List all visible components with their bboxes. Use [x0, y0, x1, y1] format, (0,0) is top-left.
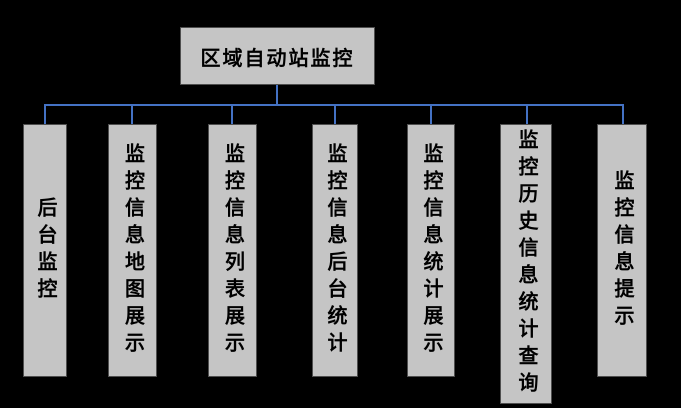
node-monitoring-info-list-display: 监控信息列表展示 — [208, 124, 257, 377]
node-label: 监控信息列表展示 — [221, 142, 244, 359]
node-label: 监控信息地图展示 — [121, 142, 144, 359]
node-monitoring-info-map-display: 监控信息地图展示 — [108, 124, 157, 377]
connector-root-stem — [276, 85, 278, 105]
connector-stub-1 — [44, 104, 46, 124]
node-monitoring-info-stats-display: 监控信息统计展示 — [407, 124, 455, 377]
node-label: 监控信息提示 — [611, 169, 633, 332]
node-monitoring-history-info-stats-query: 监控历史信息统计查询 — [500, 124, 552, 404]
node-monitoring-info-prompt: 监控信息提示 — [597, 124, 647, 377]
node-label: 后台监控 — [34, 196, 56, 305]
connector-stub-3 — [231, 104, 233, 124]
connector-stub-2 — [131, 104, 133, 124]
node-root: 区域自动站监控 — [180, 27, 375, 85]
node-backend-monitoring: 后台监控 — [23, 124, 67, 377]
node-monitoring-info-backend-stats: 监控信息后台统计 — [312, 124, 358, 377]
node-label: 监控历史信息统计查询 — [515, 129, 537, 399]
connector-stub-6 — [526, 104, 528, 124]
node-label: 监控信息统计展示 — [420, 142, 442, 359]
connector-stub-5 — [430, 104, 432, 124]
node-label: 监控信息后台统计 — [324, 142, 346, 359]
connector-stub-4 — [334, 104, 336, 124]
connector-stub-7 — [622, 104, 624, 124]
root-label: 区域自动站监控 — [200, 47, 355, 70]
